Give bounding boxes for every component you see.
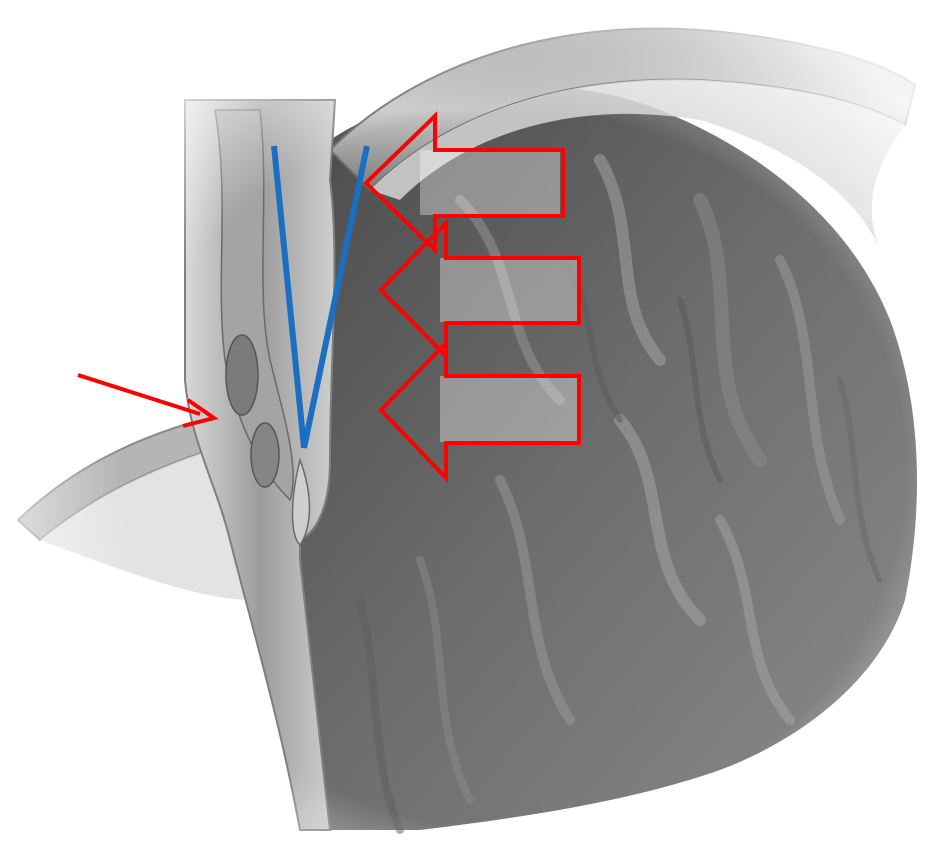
- arrow-highlights: [420, 150, 578, 442]
